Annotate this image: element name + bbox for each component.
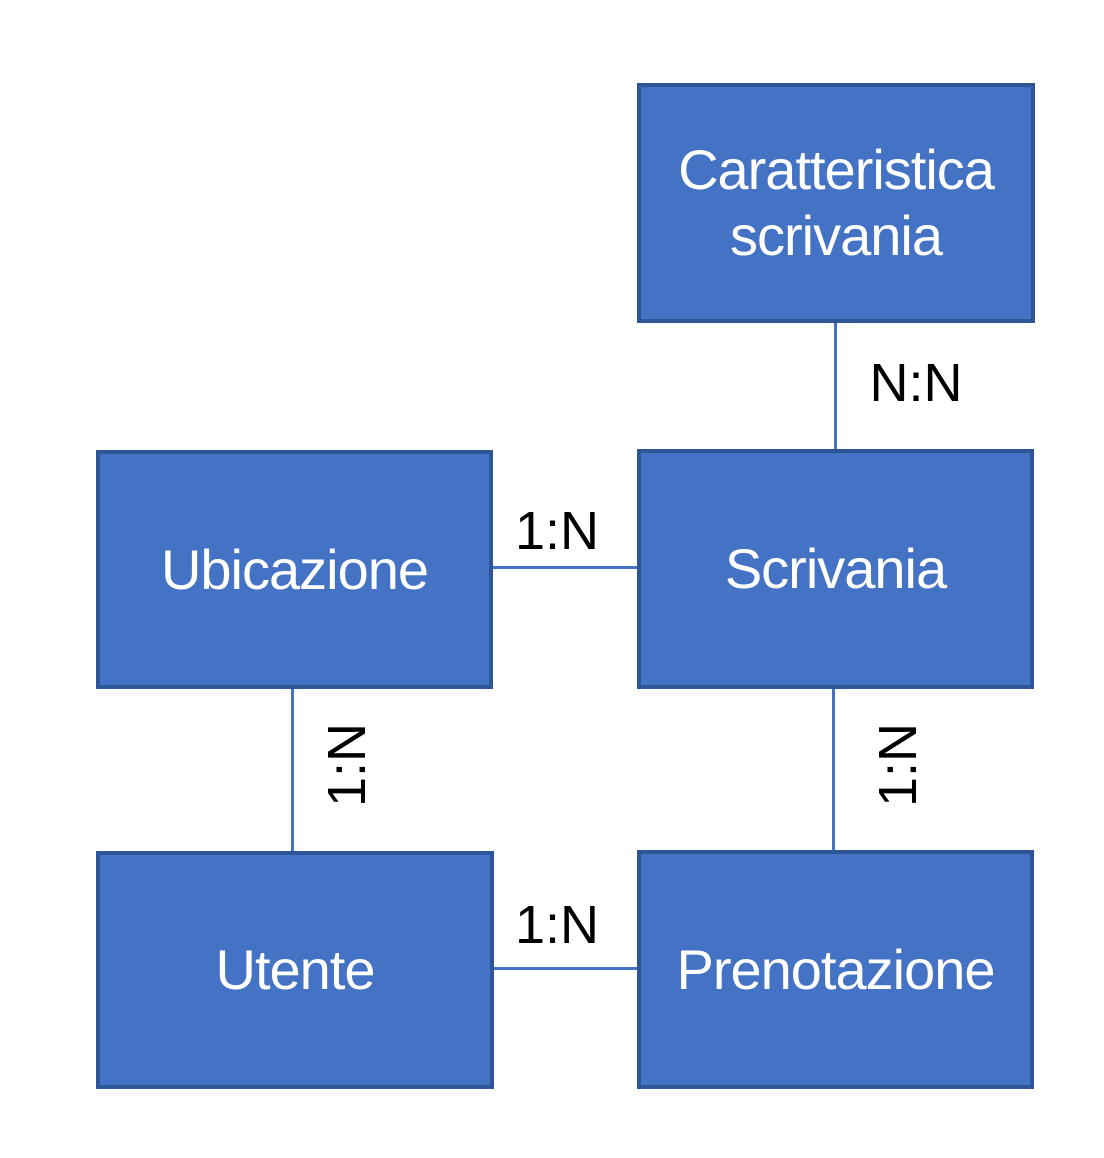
entity-label-ubicazione: Ubicazione (160, 537, 429, 601)
cardinality-ubicazione-scrivania: 1:N (514, 501, 600, 561)
connector-ubicazione-scrivania (493, 566, 638, 569)
entity-prenotazione: Prenotazione (637, 850, 1034, 1089)
connector-ubicazione-utente (291, 688, 294, 852)
entity-utente: Utente (96, 851, 494, 1089)
connector-scrivania-prenotazione (832, 688, 835, 851)
entity-label-caratteristica-scrivania: Caratteristica scrivania (678, 138, 995, 267)
cardinality-ubicazione-utente: 1:N (317, 722, 377, 808)
cardinality-scrivania-prenotazione: 1:N (868, 722, 928, 808)
entity-scrivania: Scrivania (637, 449, 1034, 689)
cardinality-caratteristica-scrivania: N:N (869, 353, 963, 413)
entity-label-utente: Utente (215, 938, 376, 1002)
connector-caratteristica-scrivania (834, 322, 837, 450)
entity-label-prenotazione: Prenotazione (676, 937, 995, 1001)
entity-label-scrivania: Scrivania (724, 537, 947, 601)
entity-ubicazione: Ubicazione (96, 450, 493, 689)
connector-utente-prenotazione (494, 967, 638, 970)
entity-caratteristica-scrivania: Caratteristica scrivania (637, 83, 1035, 323)
cardinality-utente-prenotazione: 1:N (514, 895, 600, 955)
